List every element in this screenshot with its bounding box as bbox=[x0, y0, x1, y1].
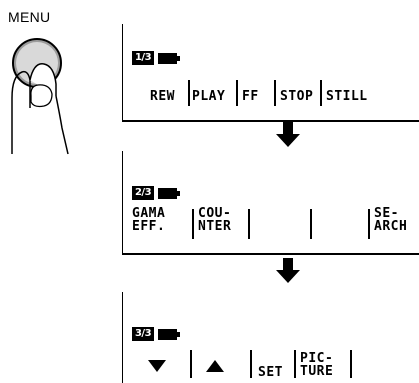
arrow-down-icon bbox=[276, 258, 300, 283]
arrow-down-icon bbox=[276, 122, 300, 147]
battery-icon bbox=[158, 53, 180, 64]
page-indicator: 2/3 bbox=[132, 186, 154, 200]
softkey-ff[interactable]: FF bbox=[242, 89, 259, 104]
softkey-picture[interactable]: PIC- TURE bbox=[300, 351, 334, 379]
page-indicator: 1/3 bbox=[132, 51, 154, 65]
page-indicator: 3/3 bbox=[132, 327, 154, 341]
softkey-rew[interactable]: REW bbox=[150, 89, 175, 104]
softkey-play[interactable]: PLAY bbox=[192, 89, 226, 104]
battery-icon bbox=[158, 188, 180, 199]
menu-screen-3: 3/3 SET PIC- TURE bbox=[122, 292, 419, 383]
softkey-gama-eff[interactable]: GAMA EFF. bbox=[132, 206, 166, 234]
up-triangle-icon[interactable] bbox=[206, 360, 224, 372]
battery-icon bbox=[158, 329, 180, 340]
softkey-set[interactable]: SET bbox=[258, 365, 283, 380]
softkey-still[interactable]: STILL bbox=[326, 89, 368, 104]
menu-label: MENU bbox=[8, 9, 51, 25]
menu-screen-1: 1/3 REW PLAY FF STOP STILL bbox=[122, 24, 419, 122]
softkey-counter[interactable]: COU- NTER bbox=[198, 206, 232, 234]
menu-screen-2: 2/3 GAMA EFF. COU- NTER SE- ARCH bbox=[122, 151, 419, 255]
down-triangle-icon[interactable] bbox=[148, 360, 166, 372]
finger-press-icon bbox=[11, 38, 69, 155]
softkey-stop[interactable]: STOP bbox=[280, 89, 314, 104]
softkey-search[interactable]: SE- ARCH bbox=[374, 206, 408, 234]
